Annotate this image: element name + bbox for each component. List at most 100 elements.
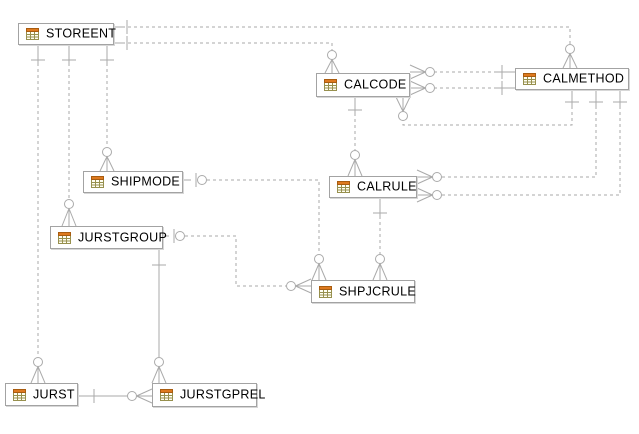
cardinality-zero-circle xyxy=(565,44,575,54)
crowfoot-leg xyxy=(311,263,320,281)
relationship-line-dashed[interactable] xyxy=(185,235,286,287)
relationship-line-dashed[interactable] xyxy=(442,106,597,178)
crowfoot-leg xyxy=(295,285,312,294)
cardinality-zero-circle xyxy=(127,391,137,401)
crowfoot-leg xyxy=(416,176,433,185)
entity-label: CALCODE xyxy=(344,77,407,92)
cardinality-zero-circle xyxy=(197,175,207,185)
relationship-calcode-calrule[interactable] xyxy=(347,97,363,177)
entity-label: SHIPMODE xyxy=(111,174,181,189)
table-icon xyxy=(160,389,173,401)
crowfoot-leg xyxy=(347,159,356,177)
relationship-calmethod-calcode-2[interactable] xyxy=(409,80,515,96)
crowfoot-leg xyxy=(416,187,433,196)
crowfoot-leg xyxy=(569,53,578,69)
table-icon xyxy=(319,285,332,298)
table-icon xyxy=(26,28,39,40)
table-icon xyxy=(58,231,71,244)
relationship-storeent-shipmode[interactable] xyxy=(99,45,115,172)
cardinality-zero-circle xyxy=(425,83,435,93)
relationship-line-dashed[interactable] xyxy=(207,179,320,254)
cardinality-zero-circle xyxy=(154,357,164,367)
crowfoot-leg xyxy=(402,96,411,112)
crowfoot-leg xyxy=(416,169,433,178)
entity-label: JURSTGROUP xyxy=(78,230,168,244)
relationship-calrule-shpjcrule[interactable] xyxy=(372,198,388,281)
crowfoot-leg xyxy=(151,366,160,384)
relationship-line-dashed[interactable] xyxy=(122,42,333,50)
table-icon xyxy=(523,73,536,85)
crowfoot-leg xyxy=(68,208,77,227)
crowfoot-leg xyxy=(37,366,46,384)
crowfoot-leg xyxy=(136,395,153,404)
table-icon xyxy=(13,388,26,401)
entity-label: SHPJCRULE xyxy=(339,284,417,298)
entity-shpjcrule[interactable]: SHPJCRULE xyxy=(311,280,417,303)
relationship-jurst-jurstgprel[interactable] xyxy=(78,388,153,404)
entity-storeent[interactable]: STOREENT xyxy=(18,23,117,45)
cardinality-zero-circle xyxy=(102,147,112,157)
entity-label: STOREENT xyxy=(46,26,117,41)
cardinality-zero-circle xyxy=(33,357,43,367)
relationship-storeent-calcode[interactable] xyxy=(114,36,340,74)
relationship-calmethod-calcode-1[interactable] xyxy=(409,64,515,80)
entity-label: JURSTGPREL xyxy=(180,387,266,402)
crowfoot-leg xyxy=(331,59,340,74)
cardinality-zero-circle xyxy=(398,111,408,121)
cardinality-zero-circle xyxy=(425,67,435,77)
crowfoot-leg xyxy=(409,80,426,89)
relationship-line-dashed[interactable] xyxy=(402,106,573,126)
cardinality-zero-circle xyxy=(64,199,74,209)
entity-calrule[interactable]: CALRULE xyxy=(329,176,417,198)
crowfoot-leg xyxy=(379,263,388,281)
crowfoot-leg xyxy=(106,156,115,172)
cardinality-zero-circle xyxy=(327,50,337,60)
relationship-storeent-jurst[interactable] xyxy=(30,45,46,384)
cardinality-zero-circle xyxy=(350,150,360,160)
table-icon xyxy=(91,176,104,188)
crowfoot-leg xyxy=(372,263,381,281)
table-icon xyxy=(337,181,350,193)
entity-calmethod[interactable]: CALMETHOD xyxy=(515,68,629,90)
crowfoot-leg xyxy=(30,366,39,384)
relationship-jurstgroup-jurstgprel[interactable] xyxy=(151,249,167,384)
entity-jurstgprel[interactable]: JURSTGPREL xyxy=(152,383,265,407)
relationship-jurstgroup-shpjcrule[interactable] xyxy=(163,229,312,294)
relationship-line-dashed[interactable] xyxy=(442,106,621,196)
crowfoot-leg xyxy=(318,263,327,281)
crowfoot-leg xyxy=(409,64,426,73)
relationship-calmethod-calrule-1[interactable] xyxy=(416,90,603,185)
crowfoot-leg xyxy=(136,388,153,397)
cardinality-zero-circle xyxy=(432,190,442,200)
crowfoot-leg xyxy=(158,366,167,384)
crowfoot-leg xyxy=(409,87,426,96)
relationship-calmethod-calcode-3[interactable] xyxy=(395,90,579,126)
entity-label: JURST xyxy=(33,387,75,401)
cardinality-zero-circle xyxy=(314,254,324,264)
cardinality-zero-circle xyxy=(175,231,185,241)
entity-label: CALMETHOD xyxy=(543,71,625,86)
table-icon xyxy=(324,79,337,91)
cardinality-zero-circle xyxy=(375,254,385,264)
relationship-storeent-jurstgroup[interactable] xyxy=(61,45,77,227)
entity-calcode[interactable]: CALCODE xyxy=(316,73,410,97)
entity-shipmode[interactable]: SHIPMODE xyxy=(83,171,183,193)
cardinality-zero-circle xyxy=(286,281,296,291)
relationship-storeent-calmethod[interactable] xyxy=(114,20,578,69)
entity-jurst[interactable]: JURST xyxy=(5,383,78,406)
crowfoot-leg xyxy=(395,96,404,112)
entity-label: CALRULE xyxy=(357,179,417,194)
crowfoot-leg xyxy=(409,71,426,80)
crowfoot-leg xyxy=(416,194,433,203)
crowfoot-leg xyxy=(324,59,333,74)
crowfoot-leg xyxy=(99,156,108,172)
crowfoot-leg xyxy=(61,208,70,227)
relationship-calmethod-calrule-2[interactable] xyxy=(416,90,627,203)
crowfoot-leg xyxy=(295,278,312,287)
entity-jurstgroup[interactable]: JURSTGROUP xyxy=(50,226,167,249)
relationship-shipmode-shpjcrule[interactable] xyxy=(183,173,327,281)
cardinality-zero-circle xyxy=(432,172,442,182)
relationship-line-dashed[interactable] xyxy=(122,26,571,44)
